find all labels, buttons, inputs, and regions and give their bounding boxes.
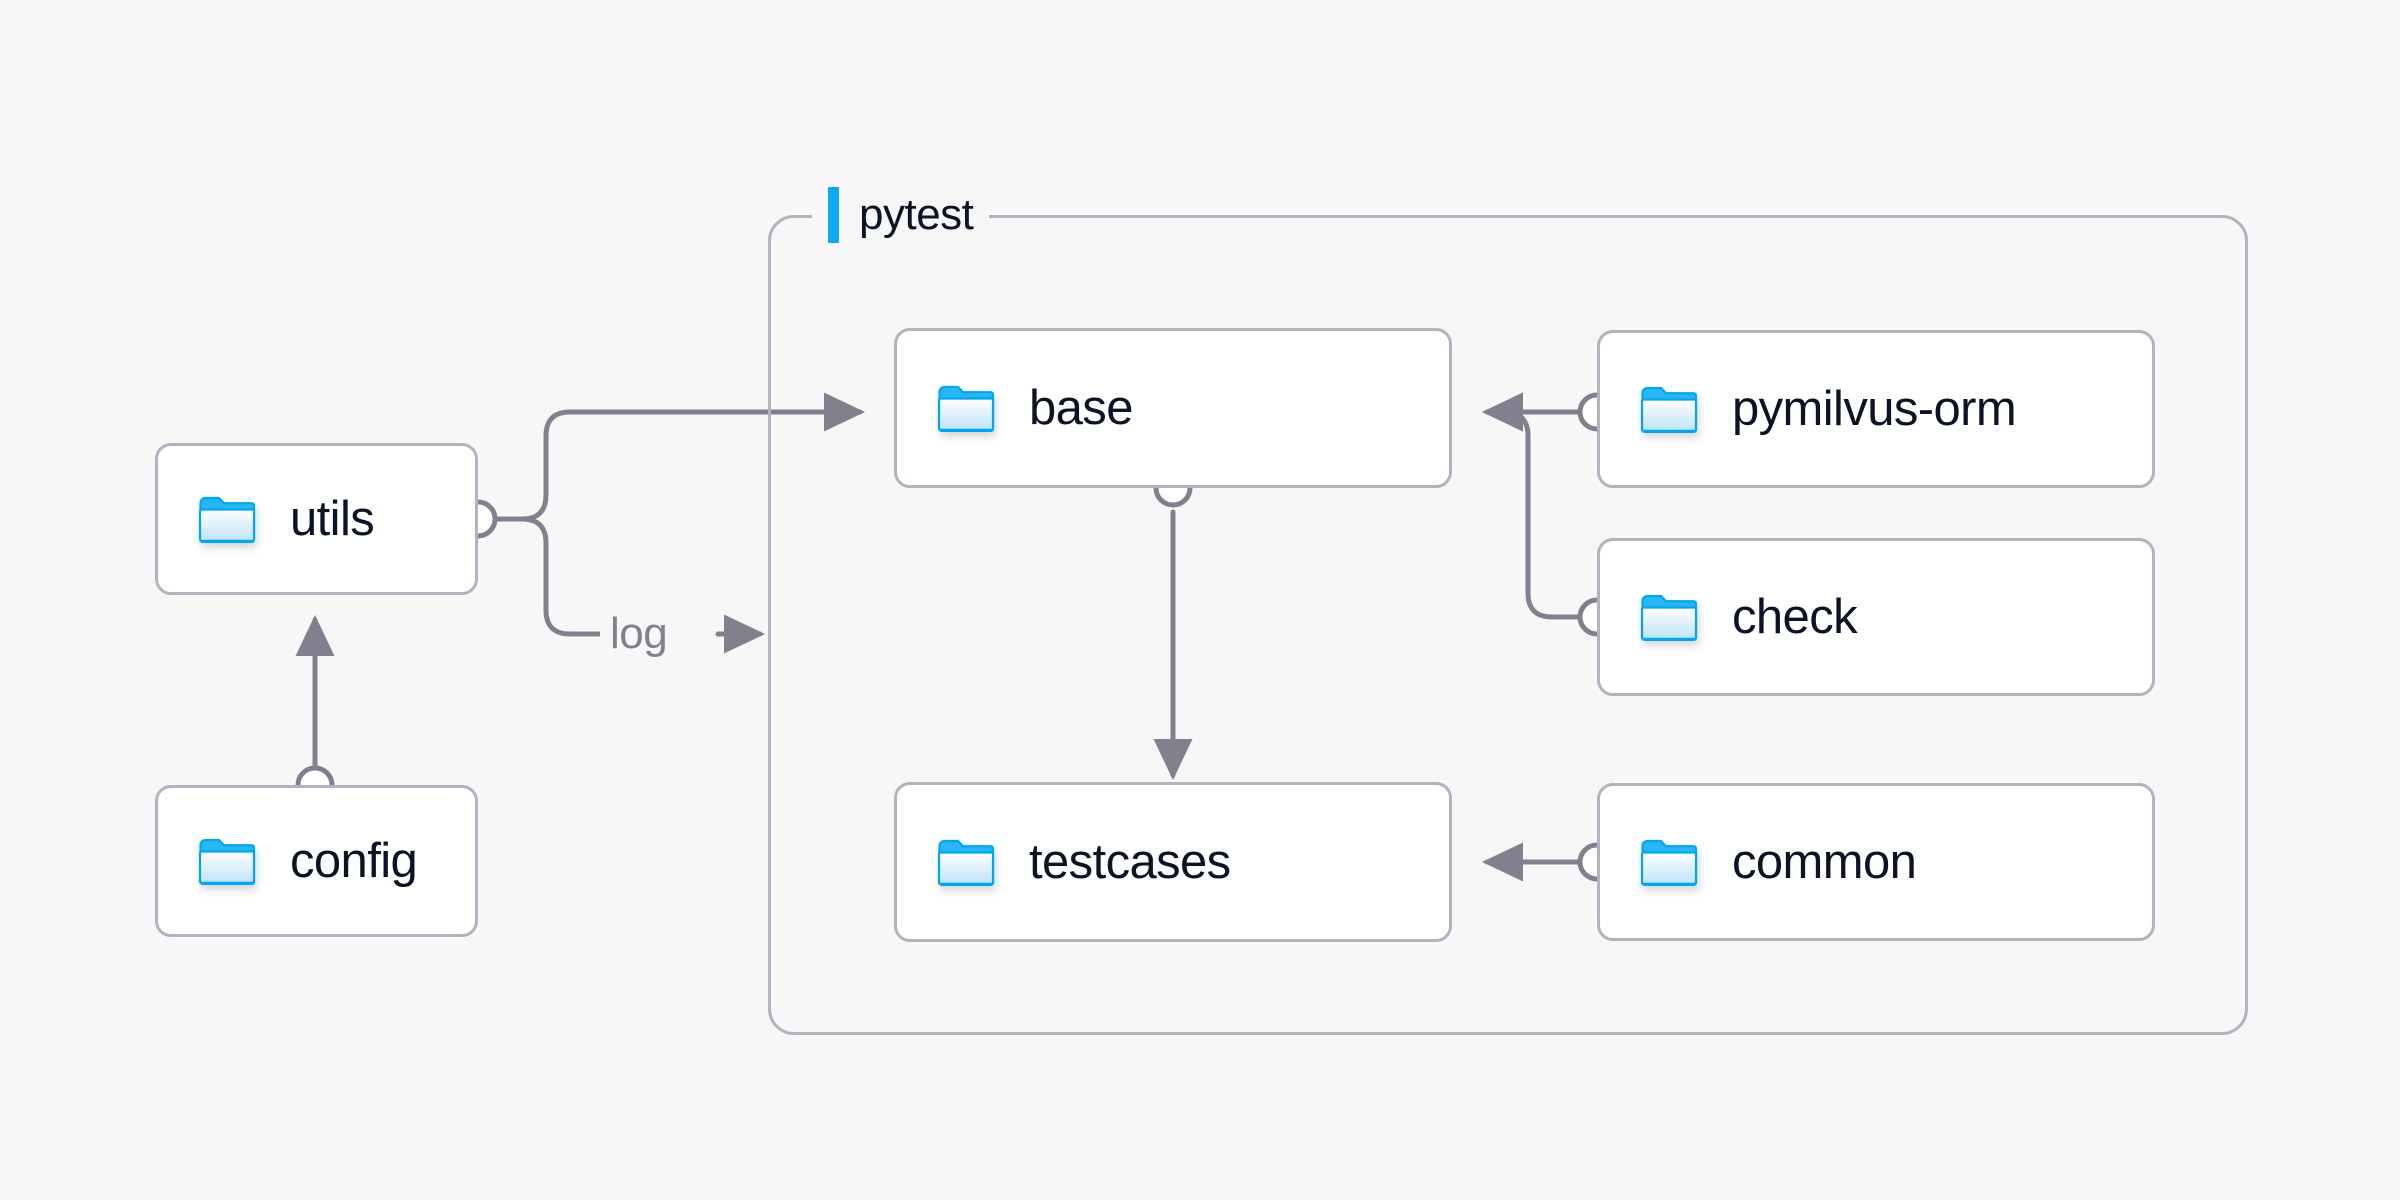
group-title: pytest (859, 190, 974, 239)
node-label: utils (290, 491, 375, 546)
folder-icon (1640, 839, 1698, 886)
folder-icon (937, 385, 995, 432)
node-label: pymilvus-orm (1732, 381, 2017, 436)
node-label: testcases (1029, 834, 1231, 889)
node-label: common (1732, 834, 1917, 889)
node-label: base (1029, 380, 1133, 435)
node-utils[interactable]: utils (155, 443, 478, 595)
node-label: check (1732, 589, 1858, 644)
group-pytest-label: pytest (812, 187, 990, 243)
folder-icon (198, 838, 256, 885)
node-common[interactable]: common (1597, 783, 2155, 941)
group-accent-bar (828, 187, 839, 243)
folder-icon (1640, 386, 1698, 433)
group-pytest[interactable] (768, 215, 2248, 1035)
node-testcases[interactable]: testcases (894, 782, 1452, 942)
node-pymilvus-orm[interactable]: pymilvus-orm (1597, 330, 2155, 488)
folder-icon (1640, 594, 1698, 641)
folder-icon (198, 496, 256, 543)
node-config[interactable]: config (155, 785, 478, 937)
folder-icon (937, 839, 995, 886)
node-check[interactable]: check (1597, 538, 2155, 696)
edge-label-log: log (600, 612, 678, 656)
node-base[interactable]: base (894, 328, 1452, 488)
node-label: config (290, 833, 418, 888)
